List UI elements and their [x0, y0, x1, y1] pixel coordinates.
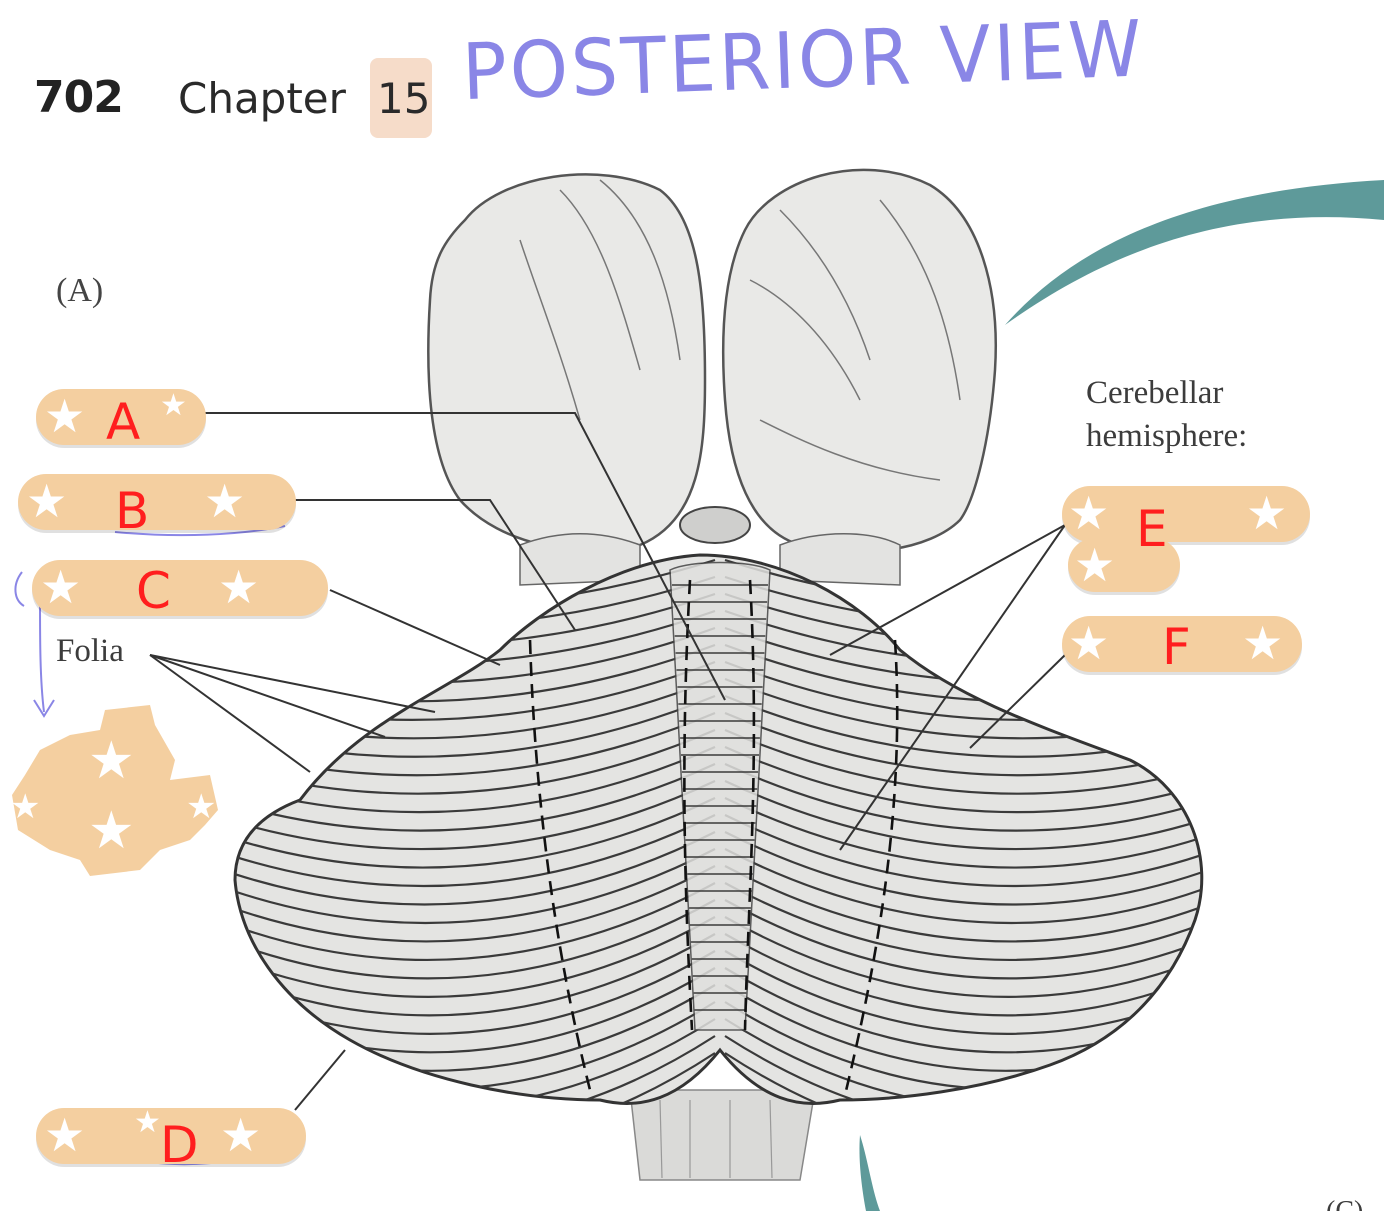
peduncle-right [779, 533, 901, 586]
folium-right [724, 762, 1202, 832]
folia-label: Folia [56, 633, 124, 669]
cerebellar-hemisphere-label: Cerebellar hemisphere: [1086, 372, 1247, 458]
folium-left [235, 1052, 716, 1104]
teal-arrow-top [1005, 180, 1384, 325]
blank-b[interactable]: ★ ★ [18, 474, 296, 530]
folium-left [235, 865, 716, 943]
left-lobe-shape [427, 173, 707, 552]
blank-a[interactable]: ★ ★ [36, 388, 206, 445]
folium-right [724, 780, 1202, 851]
cerebellar-hemisphere-line2: hemisphere: [1086, 418, 1248, 454]
star-icon: ★ [88, 801, 135, 861]
blank-e[interactable]: ★ ★ [1062, 486, 1310, 542]
folium-left [235, 762, 716, 832]
blank-d-letter: D [160, 1116, 199, 1174]
folium-right [724, 814, 1202, 888]
chapter-number: 15 [377, 74, 431, 123]
star-icon: ★ [1074, 538, 1116, 592]
star-icon: ★ [186, 787, 217, 827]
star-icon: ★ [1246, 486, 1288, 540]
star-icon: ★ [10, 787, 41, 827]
folia-answer-blob[interactable]: ★ ★ ★ ★ [10, 700, 220, 880]
chapter-word: Chapter [178, 74, 346, 123]
blank-c[interactable]: ★ ★ [32, 560, 328, 616]
folium-left [235, 797, 716, 869]
folium-left [235, 780, 716, 851]
star-icon: ★ [160, 388, 187, 423]
folium-right [724, 865, 1202, 943]
cerebellar-hemisphere-line1: Cerebellar [1086, 375, 1224, 411]
star-icon: ★ [1242, 616, 1284, 670]
panel-label: (A) [56, 272, 104, 309]
star-icon: ★ [1068, 486, 1110, 540]
star-icon: ★ [1068, 616, 1110, 670]
blank-c-letter: C [136, 562, 171, 620]
pineal-shape [679, 506, 751, 544]
corner-panel-label: (C) [1326, 1190, 1363, 1211]
lobe-shading [519, 179, 961, 481]
blank-f[interactable]: ★ ★ [1062, 616, 1302, 672]
star-icon: ★ [218, 560, 260, 614]
folium-right [724, 848, 1202, 924]
folium-right [724, 745, 1202, 814]
folium-right [724, 882, 1202, 961]
dashed-boundaries [528, 579, 899, 1096]
folium-right [724, 916, 1202, 998]
star-icon: ★ [40, 560, 82, 614]
star-icon: ★ [44, 1108, 86, 1162]
folium-right [724, 831, 1202, 906]
star-icon: ★ [88, 731, 135, 791]
star-icon: ★ [44, 389, 86, 443]
folium-left [235, 882, 716, 961]
page-number: 702 [34, 72, 124, 123]
folium-left [235, 848, 716, 924]
star-icon: ★ [220, 1108, 262, 1162]
blank-f-letter: F [1162, 618, 1191, 676]
blank-b-letter: B [115, 482, 150, 540]
blank-e-extra[interactable]: ★ [1068, 538, 1180, 592]
blob-shape [12, 705, 218, 876]
chapter-number-box [370, 58, 432, 138]
folium-right [724, 1052, 1202, 1104]
blank-a-letter: A [106, 393, 141, 451]
star-icon: ★ [204, 474, 246, 528]
star-icon: ★ [134, 1105, 161, 1140]
folium-left [235, 814, 716, 888]
right-lobe-shape [721, 168, 997, 554]
leader-lines [149, 412, 1066, 1111]
folium-left [235, 899, 716, 980]
vermis-shape [669, 561, 771, 1031]
folium-left [235, 831, 716, 906]
teal-arrow-bottom [859, 1135, 880, 1211]
folium-right [724, 899, 1202, 980]
blank-d[interactable]: ★ ★ ★ [36, 1105, 306, 1164]
brainstem-lines [659, 1099, 773, 1179]
star-icon: ★ [26, 474, 68, 528]
blank-e-letter: E [1136, 500, 1168, 558]
brainstem-shape [629, 1089, 816, 1181]
folium-right [724, 797, 1202, 869]
peduncle-left [519, 533, 641, 586]
vermis-lines [672, 584, 768, 1011]
